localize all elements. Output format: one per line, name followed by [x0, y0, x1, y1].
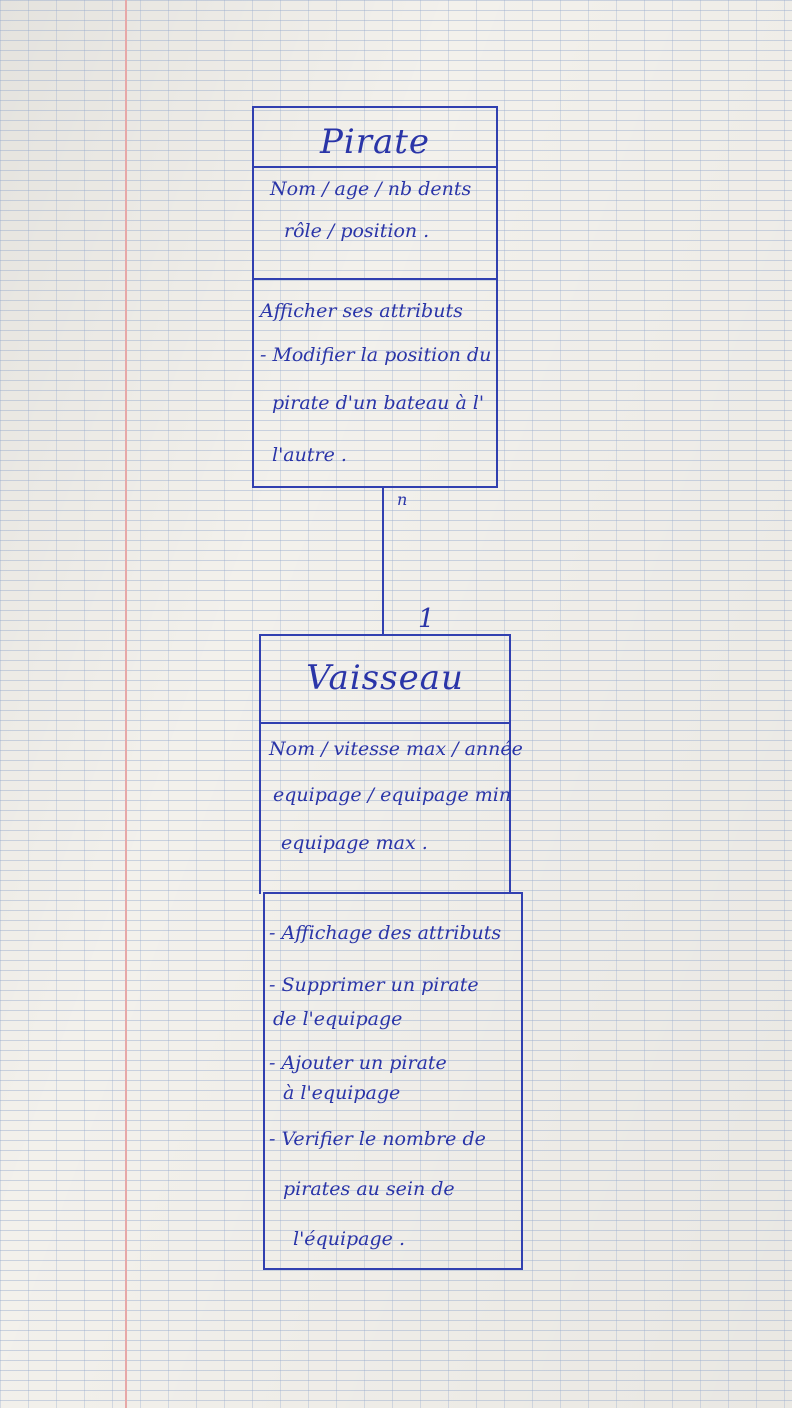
vaisseau-method-line: - Verifier le nombre de [269, 1128, 486, 1150]
pirate-attribute-line: Nom / age / nb dents [270, 178, 472, 200]
pirate-multiplicity: n [397, 490, 408, 509]
pirate-method-line: l'autre . [272, 444, 347, 466]
vaisseau-multiplicity: 1 [418, 604, 435, 634]
vaisseau-name-divider [261, 722, 509, 724]
vaisseau-method-line: de l'equipage [273, 1008, 403, 1030]
association-line [382, 486, 384, 634]
vaisseau-attribute-line: equipage / equipage min [273, 784, 512, 806]
pirate-class-name: Pirate [319, 122, 431, 162]
pirate-name-divider [254, 166, 496, 168]
pirate-attribute-line: rôle / position . [284, 220, 430, 242]
vaisseau-method-line: à l'equipage [283, 1082, 401, 1104]
pirate-class-box: Pirate Nom / age / nb dents rôle / posit… [252, 106, 498, 488]
pirate-method-line: Afficher ses attributs [260, 300, 463, 322]
vaisseau-class-name: Vaisseau [306, 658, 464, 698]
vaisseau-methods-box: - Affichage des attributs - Supprimer un… [263, 892, 523, 1270]
pirate-method-line: pirate d'un bateau à l' [272, 392, 485, 414]
vaisseau-method-line: l'équipage . [293, 1228, 405, 1250]
vaisseau-attribute-line: Nom / vitesse max / année [269, 738, 523, 760]
vaisseau-method-line: - Affichage des attributs [269, 922, 502, 944]
pirate-method-line: - Modifier la position du [260, 344, 492, 366]
vaisseau-attribute-line: equipage max . [281, 832, 428, 854]
pirate-attributes-divider [254, 278, 496, 280]
vaisseau-method-line: pirates au sein de [283, 1178, 455, 1200]
vaisseau-class-box: Vaisseau Nom / vitesse max / année equip… [259, 634, 523, 894]
vaisseau-method-line: - Supprimer un pirate [269, 974, 479, 996]
vaisseau-method-line: - Ajouter un pirate [269, 1052, 447, 1074]
